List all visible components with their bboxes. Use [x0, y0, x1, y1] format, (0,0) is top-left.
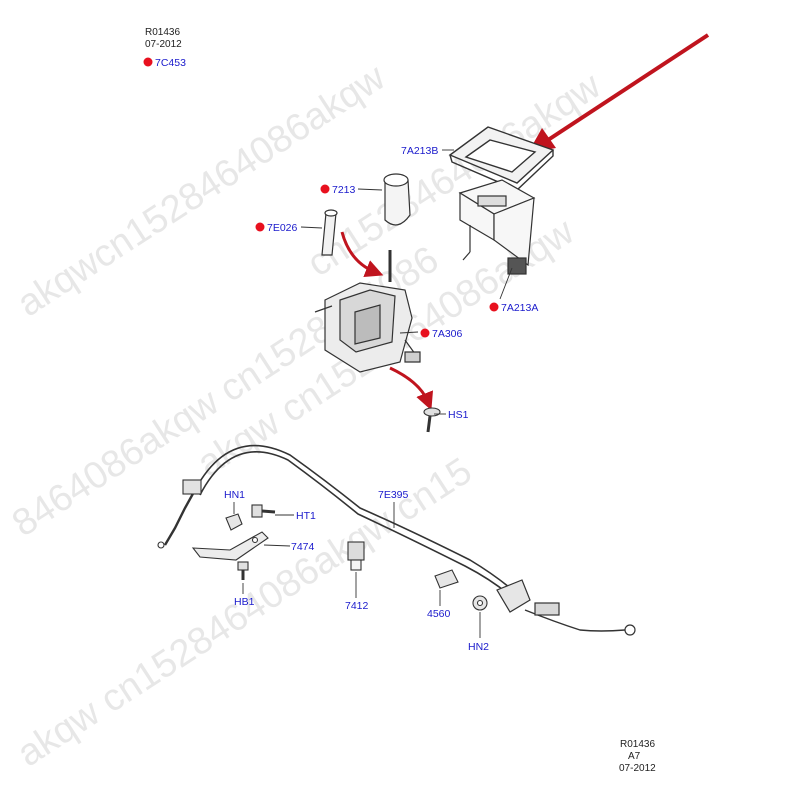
part-label-7213: 7213 — [332, 184, 356, 196]
part-label-HN1: HN1 — [224, 489, 245, 501]
bolt-part — [237, 561, 249, 580]
sleeve-part — [321, 209, 338, 256]
part-label-7474: 7474 — [291, 541, 315, 553]
bracket-part — [191, 531, 269, 561]
header-date: 07-2012 — [145, 39, 182, 50]
part-label-7A306: 7A306 — [432, 328, 463, 340]
part-label-HN2: HN2 — [468, 641, 489, 653]
nut-part — [225, 513, 243, 531]
part-label-HB1: HB1 — [234, 596, 255, 608]
bezel-frame-part — [448, 126, 555, 191]
part-label-7A213A: 7A213A — [501, 302, 538, 314]
part-label-7C453: 7C453 — [155, 57, 186, 69]
footer-ref: R01436 — [620, 739, 656, 750]
part-label-7E026: 7E026 — [267, 222, 298, 234]
install-arrow — [389, 366, 434, 411]
clip-part — [434, 569, 459, 589]
part-label-7412: 7412 — [345, 600, 369, 612]
part-label-7E395: 7E395 — [378, 489, 409, 501]
part-label-HS1: HS1 — [448, 409, 469, 421]
switch-part — [347, 541, 365, 571]
footer-date: 07-2012 — [619, 763, 656, 774]
shift-knob-part — [383, 173, 411, 226]
shifter-assembly-part — [314, 250, 421, 373]
part-label-HT1: HT1 — [296, 510, 316, 522]
marker-dots — [143, 57, 499, 338]
pointer-arrow — [528, 33, 710, 153]
leader-lines — [233, 149, 513, 638]
footer-sub: A7 — [628, 751, 641, 762]
cable-assembly-part — [157, 444, 636, 636]
part-label-7A213B: 7A213B — [401, 145, 438, 157]
indicator-housing-part — [458, 179, 536, 275]
bolt-part — [251, 504, 276, 518]
nut-part — [472, 595, 488, 611]
part-label-4560: 4560 — [427, 608, 451, 620]
install-arrow — [340, 231, 384, 278]
header-ref: R01436 — [145, 27, 181, 38]
screw-part — [423, 407, 441, 433]
